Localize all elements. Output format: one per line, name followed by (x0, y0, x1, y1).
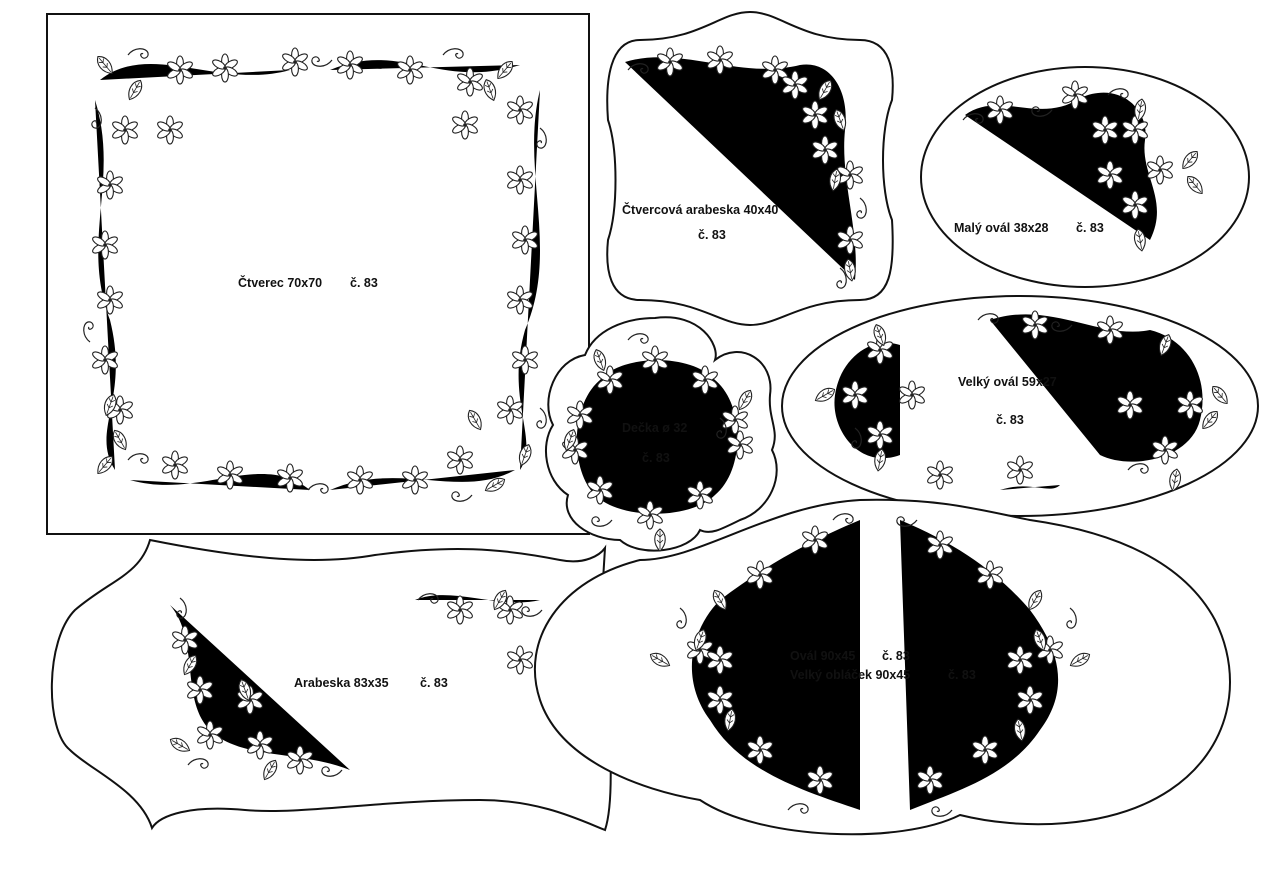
piece-code-secondary: č. 83 (948, 668, 976, 682)
piece-outline (534, 498, 1231, 836)
piece-outline (46, 13, 590, 535)
piece-name: Dečka ø 32 (622, 421, 687, 435)
flower-border-motif (962, 80, 1207, 253)
flower-border-motif (812, 310, 1232, 493)
piece-code: č. 83 (698, 228, 726, 242)
piece-name: Čtvercová arabeska 40x40 (622, 202, 778, 217)
flower-border-motif (625, 45, 867, 289)
piece-name: Malý ovál 38x28 (954, 221, 1049, 235)
piece-code: č. 83 (882, 649, 910, 663)
piece-oval-oblacek: Ovál 90x45 č. 83 Velký obláček 90x45 č. … (534, 498, 1231, 836)
piece-ctverec: Čtverec 70x70 č. 83 (46, 13, 590, 535)
piece-name: Čtverec 70x70 (238, 275, 322, 290)
piece-code: č. 83 (642, 451, 670, 465)
flower-border-motif (647, 513, 1093, 817)
piece-name: Ovál 90x45 (790, 649, 855, 663)
piece-ctvercova-arabeska: Čtvercová arabeska 40x40 č. 83 (606, 10, 894, 327)
piece-name: Velký ovál 59x27 (958, 375, 1057, 389)
piece-name: Arabeska 83x35 (294, 676, 389, 690)
flower-border-motif (167, 587, 543, 783)
piece-code: č. 83 (1076, 221, 1104, 235)
flower-border-motif (560, 333, 756, 552)
piece-code: č. 83 (420, 676, 448, 690)
piece-name-secondary: Velký obláček 90x45 (790, 668, 910, 682)
piece-code: č. 83 (996, 413, 1024, 427)
piece-decka: Dečka ø 32 č. 83 (545, 316, 778, 552)
piece-code: č. 83 (350, 276, 378, 290)
piece-arabeska: Arabeska 83x35 č. 83 (50, 538, 612, 832)
piece-maly-oval: Malý ovál 38x28 č. 83 (920, 66, 1250, 288)
piece-velky-oval: Velký ovál 59x27 č. 83 (781, 295, 1259, 517)
